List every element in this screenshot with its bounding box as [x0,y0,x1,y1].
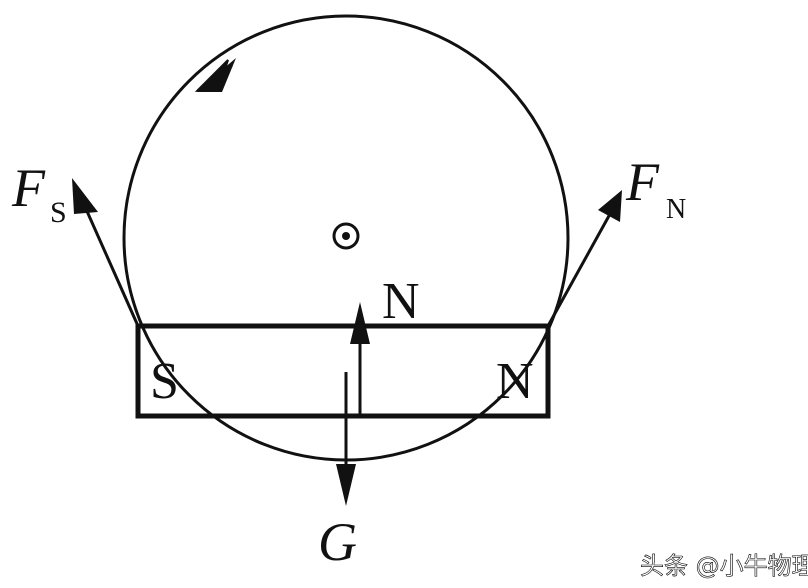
current-direction-arrowhead [196,58,236,92]
normal-force-label: N [382,273,420,330]
watermark-text: 头条 @小牛物理 [640,552,808,580]
normal-force-arrowhead [350,302,370,344]
force-fs-arrowhead [72,178,98,214]
force-fn-arrowhead [598,190,622,222]
force-fs-subscript: S [50,196,67,229]
magnet-south-label: S [150,353,179,410]
gravity-label: G [318,512,357,572]
force-fn-arrow [546,213,612,327]
bar-magnet [135,323,551,419]
force-fs-label: F [11,158,46,218]
force-fn-subscript: N [666,194,686,225]
gravity-arrowhead [336,464,356,506]
force-fs-arrow [80,199,140,327]
force-fn-label: F [625,152,660,212]
field-out-of-page-icon [332,222,360,250]
magnet-north-label: N [496,353,534,410]
